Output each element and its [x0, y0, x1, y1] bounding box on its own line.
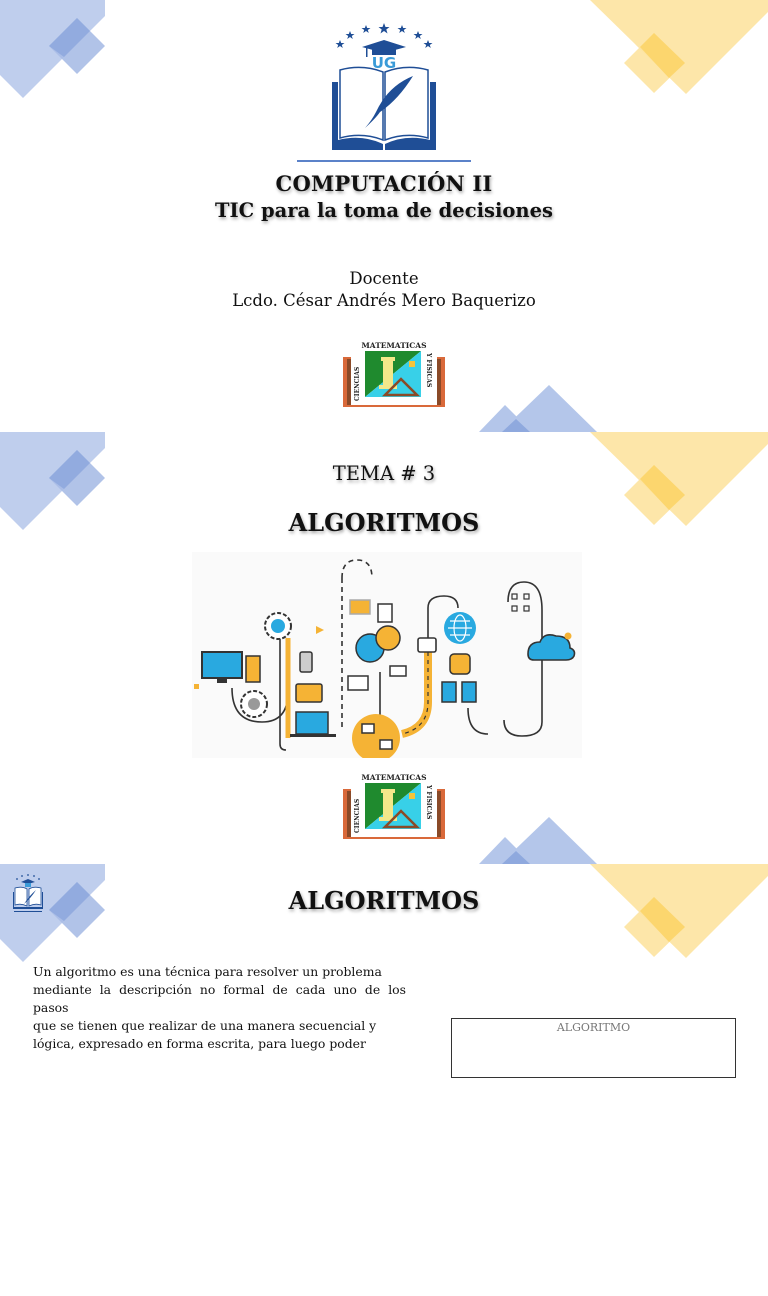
paragraph-line: que se tienen que realizar de una manera…	[33, 1018, 377, 1033]
paragraph-line: Un algoritmo es una técnica para resolve…	[33, 964, 382, 979]
algorithm-diagram-box: ALGORITMO	[451, 1018, 736, 1078]
badge-left-text: CIENCIAS	[354, 799, 361, 833]
box-heading: ALGORITMO	[556, 1021, 631, 1034]
badge-top-text: MATEMATICAS	[361, 341, 426, 350]
badge-right-text: Y FISICAS	[425, 352, 432, 387]
badge-top-text: MATEMATICAS	[361, 773, 426, 782]
badge-left-text: CIENCIAS	[354, 367, 361, 401]
slide-page-3: ALGORITMOS Un algoritmo es una técnica p…	[0, 864, 768, 1296]
faculty-badge: MATEMATICAS CIENCIAS Y FISICAS	[343, 339, 445, 407]
section-title: ALGORITMOS	[288, 886, 480, 915]
course-subtitle: TIC para la toma de decisiones	[215, 199, 553, 222]
topic-label: TEMA # 3	[332, 462, 436, 485]
logo-divider-line	[297, 160, 471, 162]
university-logo: UG	[332, 23, 436, 150]
svg-text:UG: UG	[372, 54, 397, 72]
topic-title: ALGORITMOS	[288, 508, 480, 537]
slide-page-2: TEMA # 3 ALGORITMOS	[0, 432, 768, 864]
slide-page-1: UG COMPUTACIÓN II TIC para la toma de de…	[0, 0, 768, 432]
badge-right-text: Y FISICAS	[425, 784, 432, 819]
faculty-badge: MATEMATICAS CIENCIAS Y FISICAS	[343, 771, 445, 839]
course-title: COMPUTACIÓN II	[275, 171, 493, 196]
technology-network-illustration	[192, 552, 582, 758]
paragraph-line: mediante la descripción no formal de cad…	[33, 982, 406, 1015]
university-logo-small	[13, 874, 43, 912]
decorative-corner-shapes	[0, 864, 768, 962]
teacher-role: Docente	[349, 269, 419, 288]
paragraph-line: lógica, expresado en forma escrita, para…	[33, 1036, 366, 1051]
teacher-name: Lcdo. César Andrés Mero Baquerizo	[232, 291, 536, 310]
definition-paragraph: Un algoritmo es una técnica para resolve…	[33, 963, 406, 1053]
